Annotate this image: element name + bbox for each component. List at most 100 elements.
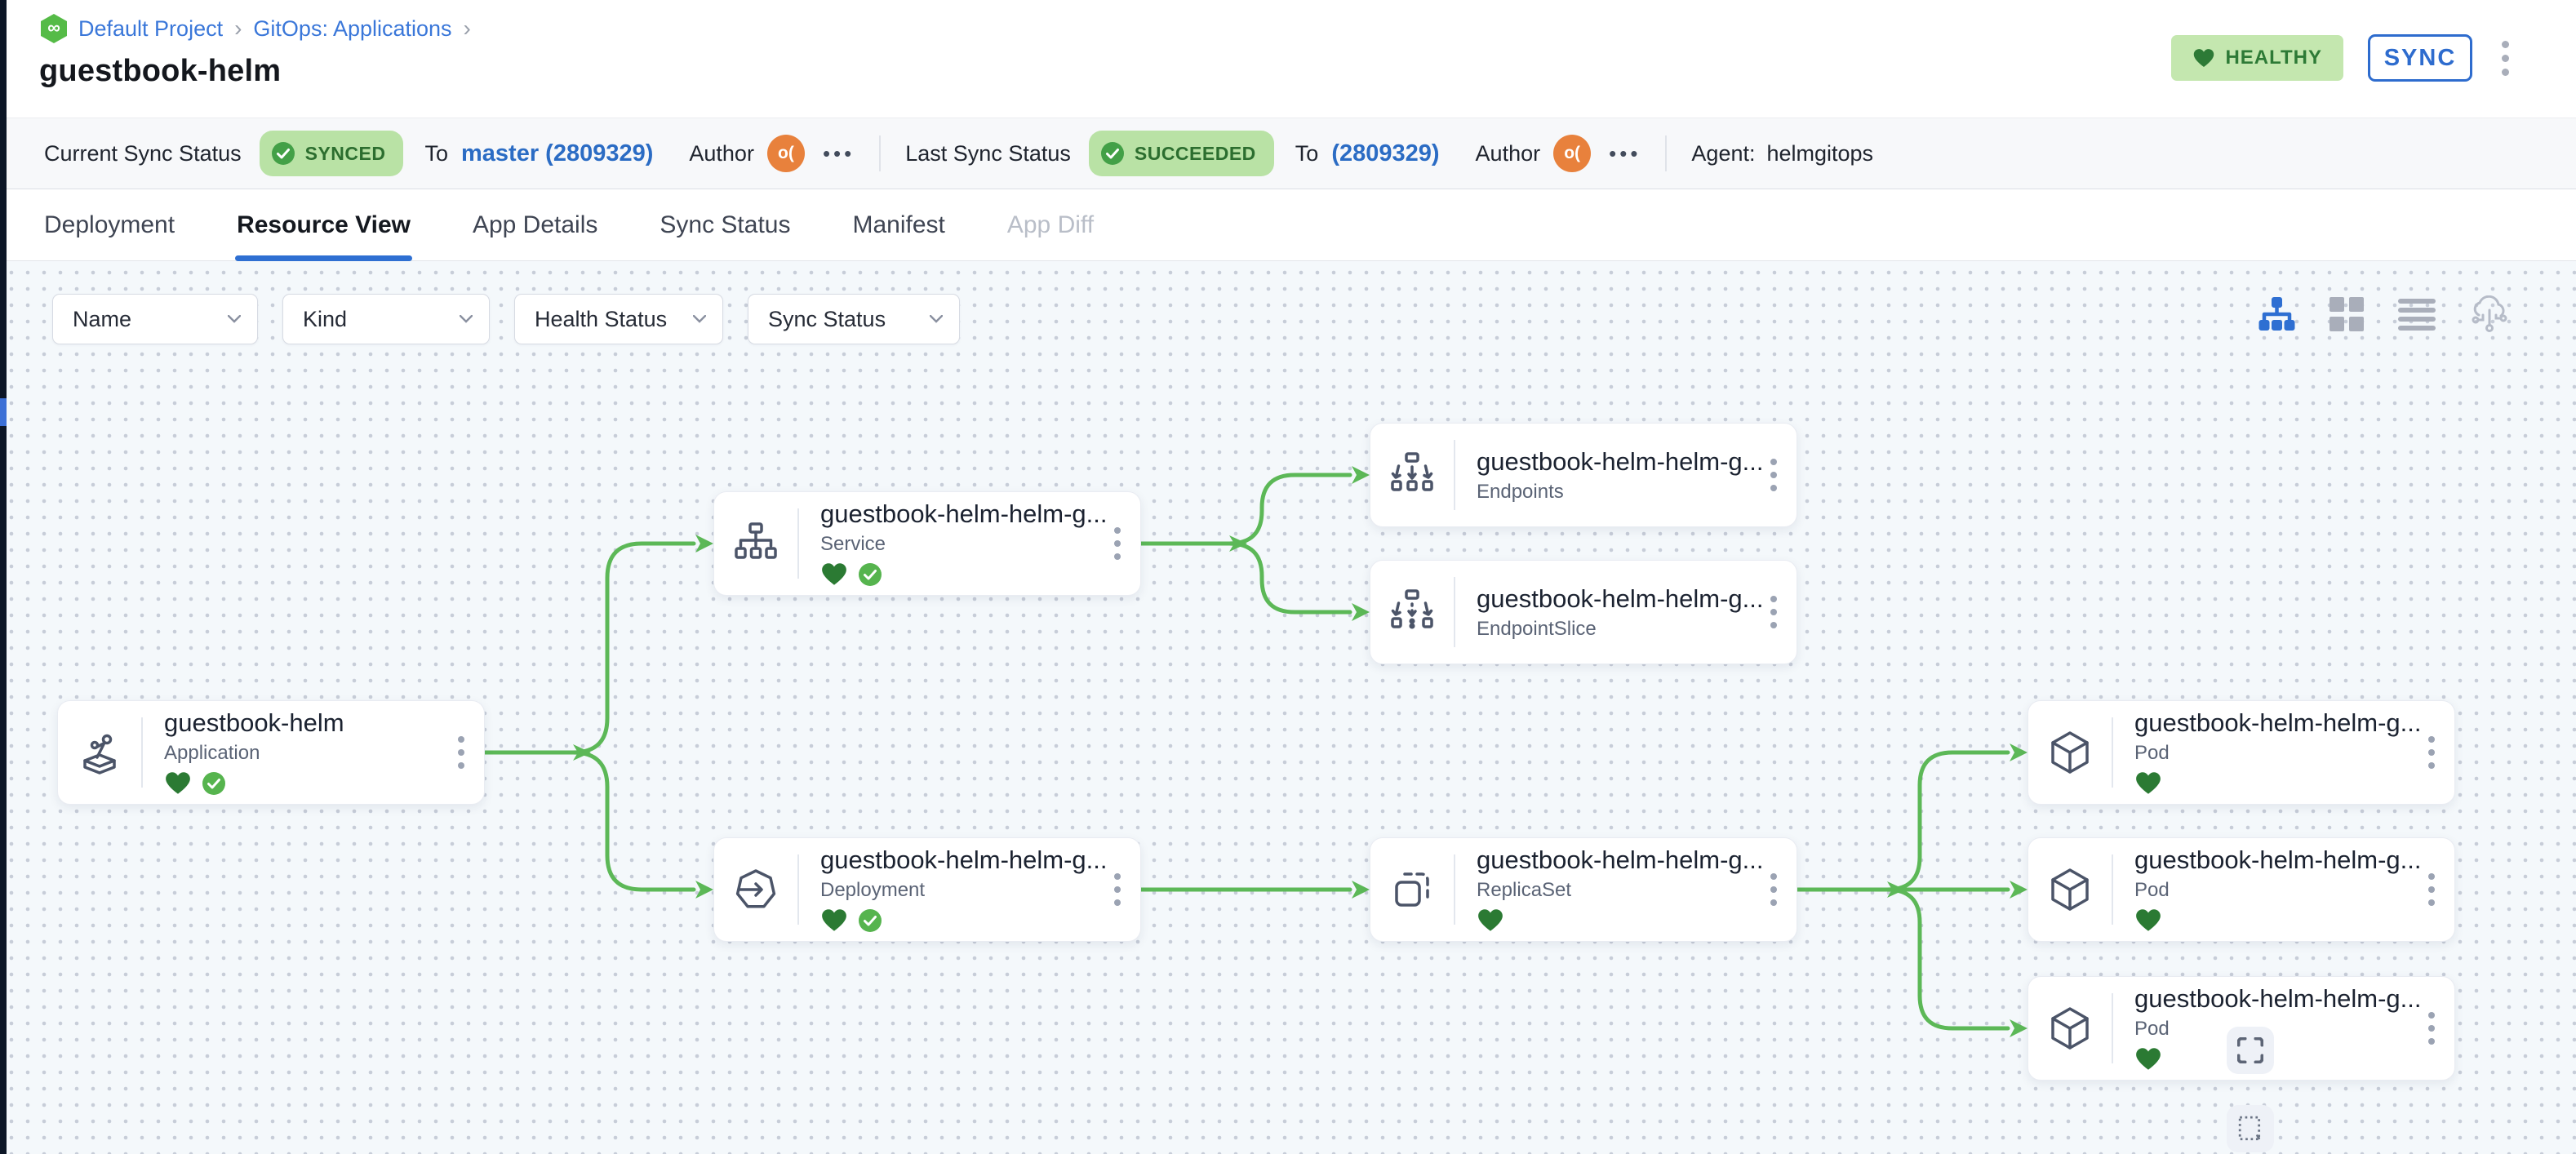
node-title: guestbook-helm-helm-g... [1477,584,1764,613]
node-deployment[interactable]: guestbook-helm-helm-g... Deployment [713,837,1141,942]
node-menu-icon[interactable] [453,731,469,774]
page-title: guestbook-helm [39,54,282,88]
breadcrumb-separator: › [234,16,242,41]
tab-sync-status[interactable]: Sync Status [660,211,791,238]
node-menu-icon[interactable] [1765,591,1782,633]
node-pod-2[interactable]: guestbook-helm-helm-g... Pod [2027,837,2455,942]
breadcrumb: ∞ Default Project › GitOps: Applications… [39,13,2576,44]
succeeded-badge: SUCCEEDED [1088,131,1274,176]
replicaset-icon [1395,872,1429,907]
svg-text:∞: ∞ [47,17,60,38]
author-avatar[interactable]: o( [1553,135,1592,172]
tree-edges [482,466,2027,1037]
node-menu-icon[interactable] [1765,868,1782,911]
node-application[interactable]: guestbook-helm Application [57,700,485,805]
filter-kind-dropdown[interactable]: Kind [282,294,490,344]
heart-icon [2194,48,2214,67]
node-pod-1[interactable]: guestbook-helm-helm-g... Pod [2027,700,2455,805]
author-label: Author [689,140,754,166]
author-avatar[interactable]: o( [766,135,805,172]
filter-health-status-dropdown[interactable]: Health Status [514,294,723,344]
node-menu-icon[interactable] [1109,522,1126,565]
healthy-heart-icon [2136,772,2161,794]
endpoints-icon [1391,452,1433,491]
node-service[interactable]: guestbook-helm-helm-g... Service [713,491,1141,596]
breadcrumb-separator: › [463,16,471,41]
author-label: Author [1475,140,1541,166]
healthy-heart-icon [2136,1048,2161,1070]
tab-app-details[interactable]: App Details [472,211,598,238]
node-title: guestbook-helm-helm-g... [2134,708,2422,737]
synced-check-icon [202,772,225,795]
agent-label: Agent: [1691,140,1756,166]
healthy-heart-icon [2136,909,2161,931]
node-kind: Service [820,533,886,555]
resource-tree-canvas[interactable]: Name Kind Health Status Sync Status [0,261,2576,1154]
tab-resource-view[interactable]: Resource View [235,190,412,261]
node-kind: Deployment [820,879,926,901]
healthy-heart-icon [822,909,846,931]
chevron-down-icon [930,315,943,323]
node-menu-icon[interactable] [2423,1007,2440,1050]
node-kind: ReplicaSet [1477,879,1572,901]
more-authors[interactable]: ••• [822,140,855,166]
collapsed-sidebar[interactable] [0,0,7,1154]
to-label: To [1295,140,1319,166]
tab-deployment[interactable]: Deployment [44,211,175,238]
node-title: guestbook-helm-helm-g... [1477,446,1764,476]
breadcrumb-section[interactable]: GitOps: Applications [253,16,452,41]
healthy-heart-icon [822,563,846,585]
application-icon [83,734,116,775]
healthy-heart-icon [166,772,190,794]
node-title: guestbook-helm-helm-g... [820,499,1108,528]
check-circle-icon [1100,142,1124,165]
node-endpoints[interactable]: guestbook-helm-helm-g... Endpoints [1370,423,1797,527]
fullscreen-button[interactable] [2227,1027,2274,1074]
node-menu-icon[interactable] [2423,868,2440,911]
node-kind: Pod [2134,742,2170,764]
header-actions: HEALTHY SYNC [2171,34,2514,82]
breadcrumb-project[interactable]: Default Project [78,16,224,41]
more-authors[interactable]: ••• [1609,140,1641,166]
tab-bar: Deployment Resource View App Details Syn… [7,190,2576,261]
pod-icon [2051,868,2089,911]
last-sync-status-label: Last Sync Status [905,140,1071,166]
filter-name-dropdown[interactable]: Name [52,294,258,344]
node-title: guestbook-helm-helm-g... [820,846,1108,874]
last-revision-link[interactable]: (2809329) [1331,140,1440,166]
current-revision-link[interactable]: master (2809329) [461,140,654,166]
health-badge-label: HEALTHY [2225,47,2322,69]
node-kind: Pod [2134,1018,2170,1040]
node-endpointslice[interactable]: guestbook-helm-helm-g... EndpointSlice [1370,560,1797,664]
grid-view-icon[interactable] [2330,297,2364,331]
cluster-view-icon[interactable] [2470,295,2509,333]
synced-check-icon [859,563,882,586]
node-menu-icon[interactable] [1109,868,1126,911]
sidebar-active-indicator [0,398,7,426]
app-header: ∞ Default Project › GitOps: Applications… [7,0,2576,118]
list-view-icon[interactable] [2398,298,2436,331]
deployment-icon [735,869,776,908]
view-toggles [2258,295,2509,333]
node-replicaset[interactable]: guestbook-helm-helm-g... ReplicaSet [1370,837,1797,942]
node-menu-icon[interactable] [1765,454,1782,496]
pod-icon [2051,731,2089,774]
service-icon [735,522,777,559]
tab-app-diff: App Diff [1006,211,1095,238]
fit-view-button[interactable] [2227,1105,2274,1152]
health-status-badge: HEALTHY [2171,35,2343,81]
more-options-icon[interactable] [2497,36,2514,81]
node-title: guestbook-helm [164,708,344,737]
filter-sync-status-dropdown[interactable]: Sync Status [748,294,960,344]
filter-bar: Name Kind Health Status Sync Status [52,294,960,344]
node-kind: Endpoints [1477,480,1564,503]
fit-view-icon [2238,1116,2261,1141]
chevron-down-icon [228,315,241,323]
node-menu-icon[interactable] [2423,731,2440,774]
tree-view-icon[interactable] [2258,297,2295,331]
status-bar: Current Sync Status SYNCED To master (28… [7,118,2576,189]
fullscreen-icon [2237,1037,2263,1063]
tab-manifest[interactable]: Manifest [852,211,945,238]
sync-button[interactable]: SYNC [2368,34,2472,82]
node-kind: EndpointSlice [1477,617,1597,640]
